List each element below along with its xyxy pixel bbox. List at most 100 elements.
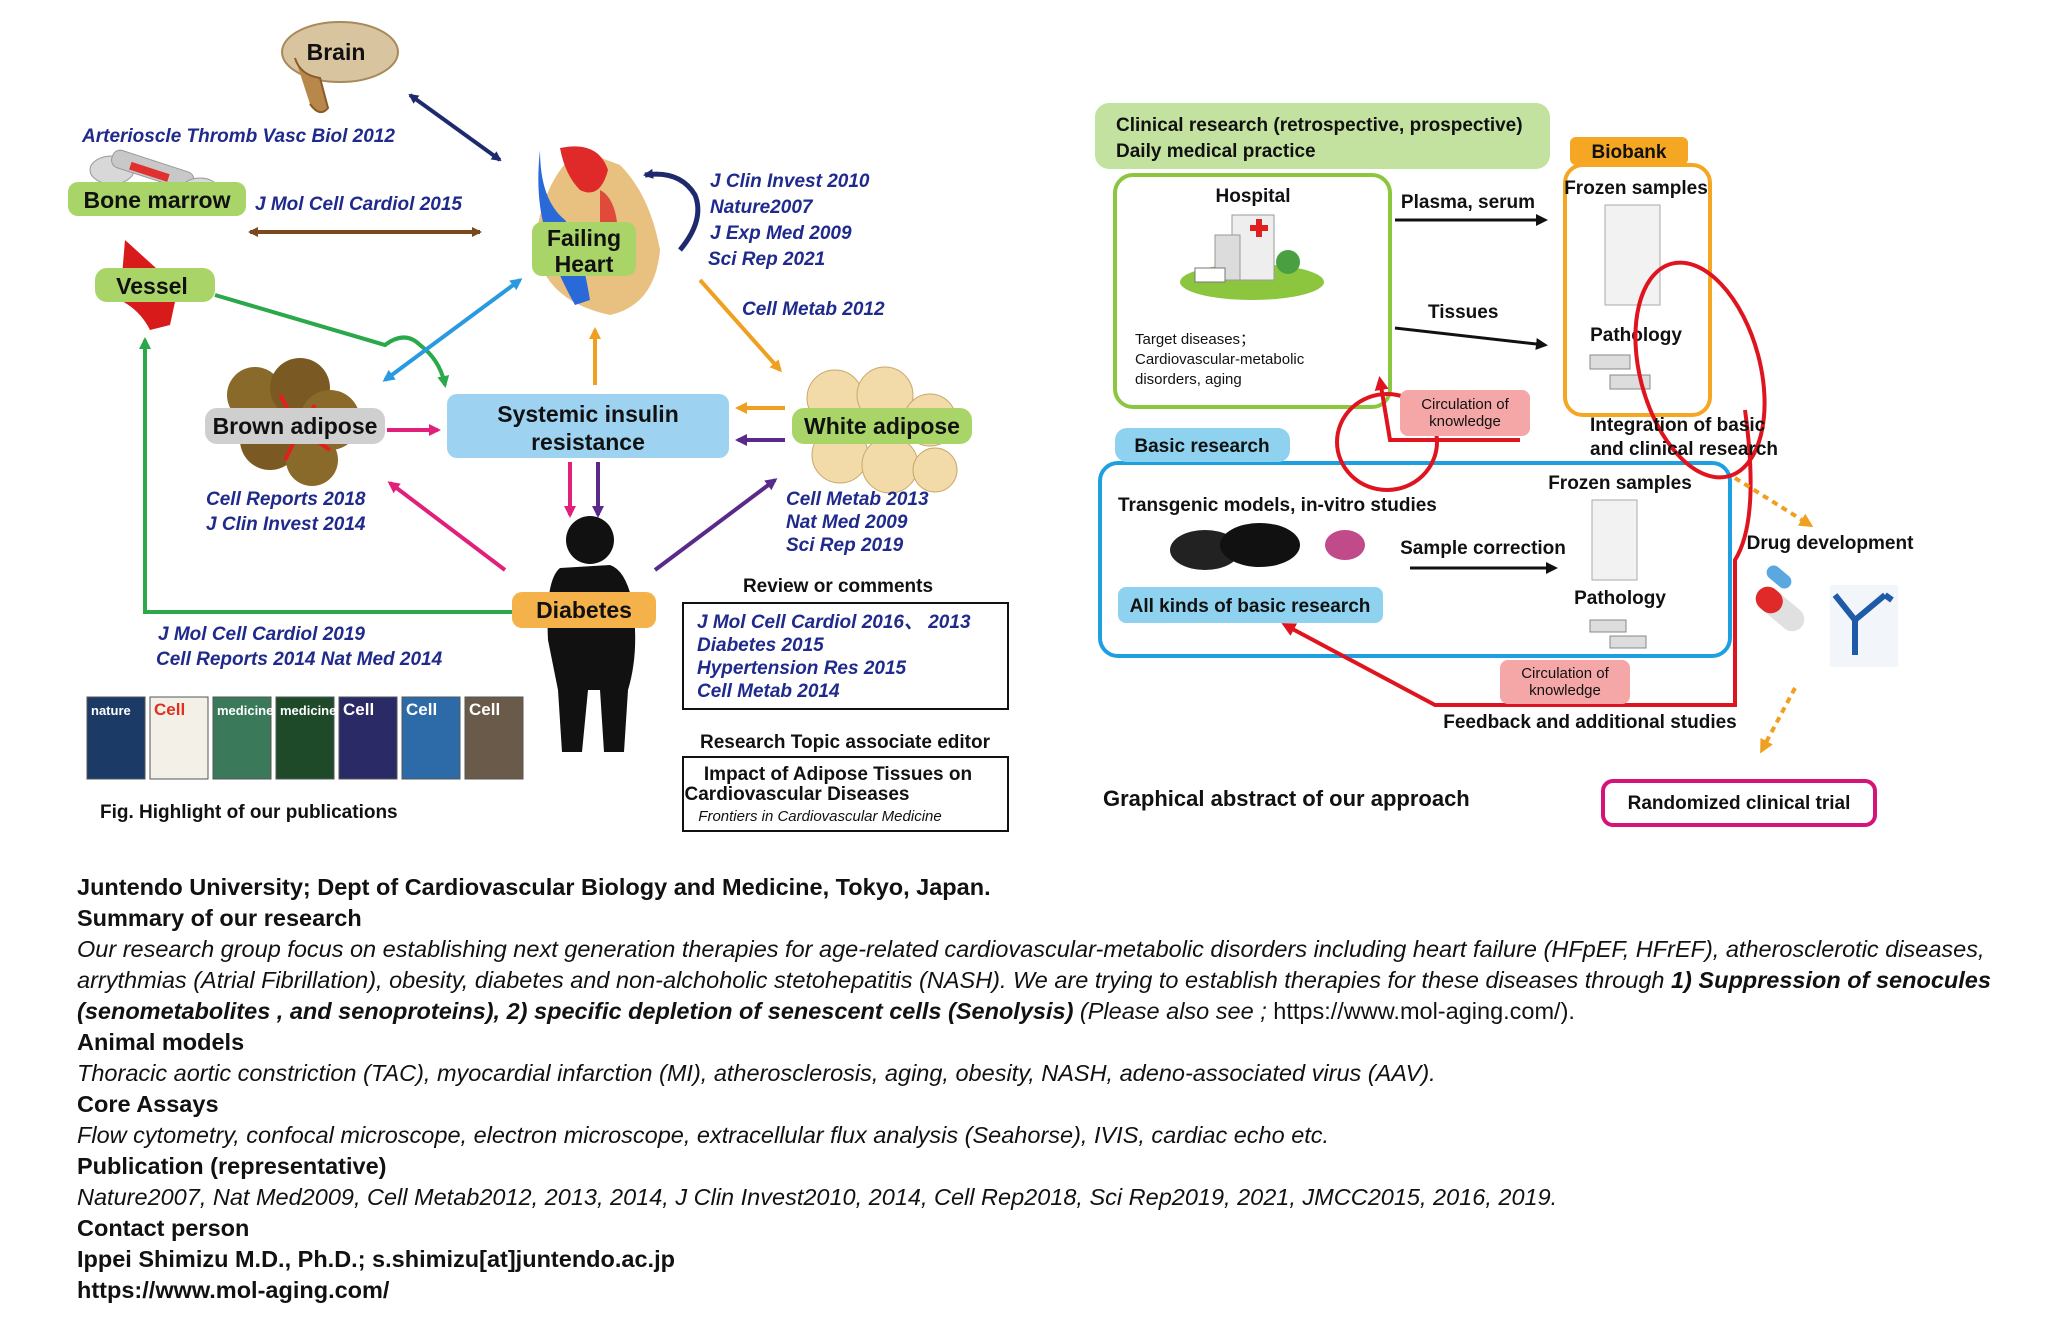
brain-illustration — [281, 21, 399, 114]
arrow-brown-heart — [382, 278, 523, 382]
biobank-box — [1563, 163, 1712, 417]
core-heading: Core Assays — [77, 1091, 219, 1117]
arrow-to-rct — [1760, 687, 1797, 754]
target-line2: Cardiovascular-metabolic — [1135, 351, 1305, 368]
journal-cover — [212, 696, 272, 780]
summary-text-1: Our research group focus on establishing… — [77, 936, 1985, 993]
circulation-1-line2: knowledge — [1429, 413, 1501, 430]
basic-research-tag — [1115, 428, 1290, 462]
heart-pill — [532, 222, 636, 276]
target-line3: disorders, aging — [1135, 371, 1242, 388]
editor-topic-2: Cardiovascular Diseases — [685, 784, 910, 805]
journal-cover — [86, 696, 146, 780]
summary-text-2: (Please also see ; — [1073, 998, 1274, 1024]
figure-area: Brain Bone marrow Vessel Failing Heart B… — [68, 21, 1914, 832]
journal-cover-title: Cell — [343, 700, 374, 719]
ref-white-1: Cell Metab 2013 — [786, 489, 929, 510]
ref-brain: Arterioscle Thromb Vasc Biol 2012 — [81, 126, 395, 147]
clinical-banner — [1095, 103, 1550, 169]
summary-text-bold: 1) Suppression of senocules (senometabol… — [77, 967, 1991, 1024]
biobank-label: Biobank — [1592, 142, 1667, 163]
info-section: Juntendo University; Dept of Cardiovascu… — [77, 872, 2017, 1306]
figure-svg: Brain Bone marrow Vessel Failing Heart B… — [68, 21, 1914, 832]
editor-title: Research Topic associate editor — [700, 732, 991, 753]
clinical-banner-line1: Clinical research (retrospective, prospe… — [1116, 115, 1523, 136]
journal-cover-title: Cell — [469, 700, 500, 719]
summary-heading: Summary of our research — [77, 905, 362, 931]
basic-research-label: Basic research — [1134, 436, 1269, 457]
node-heart-line1: Failing — [547, 225, 621, 251]
node-vessel: Vessel — [116, 273, 188, 299]
ref-brown-1: Cell Reports 2018 — [206, 489, 366, 510]
mice-illustration — [1170, 523, 1365, 570]
animal-text: Thoracic aortic constriction (TAC), myoc… — [77, 1060, 1436, 1086]
freezer-icon — [1604, 204, 1661, 306]
ref-heart-2: Nature2007 — [710, 197, 814, 218]
node-bone-marrow: Bone marrow — [84, 187, 231, 213]
circulation-2-line2: knowledge — [1529, 682, 1601, 699]
vessel-pill — [95, 268, 215, 302]
circulation-1-line1: Circulation of — [1421, 396, 1509, 413]
hospital-illustration — [1180, 214, 1324, 300]
website-link[interactable]: https://www.mol-aging.com/ — [77, 1277, 390, 1303]
journal-cover-title: Cell — [406, 700, 437, 719]
slides-icon-2 — [1589, 619, 1647, 649]
publication-text: Nature2007, Nat Med2009, Cell Metab2012,… — [77, 1184, 1558, 1210]
heart-loop-arrow — [643, 168, 701, 252]
node-brown-adipose: Brown adipose — [213, 413, 378, 439]
publication-heading: Publication (representative) — [77, 1153, 387, 1179]
node-brain: Brain — [307, 39, 366, 65]
ref-bone-marrow: J Mol Cell Cardiol 2015 — [255, 194, 462, 215]
all-kinds-tag — [1118, 587, 1383, 623]
freezer-icon-2 — [1591, 499, 1638, 581]
circulation-tag-1 — [1400, 390, 1530, 436]
review-title: Review or comments — [743, 576, 933, 597]
summary-text-3: ). — [1560, 998, 1575, 1024]
journal-cover-title: nature — [91, 703, 131, 718]
drug-development-label: Drug development — [1747, 533, 1914, 554]
capsule-icon — [1755, 565, 1805, 632]
integration-line2: and clinical research — [1590, 439, 1778, 460]
core-text: Flow cytometry, confocal microscope, ele… — [77, 1122, 1330, 1148]
rct-label: Randomized clinical trial — [1628, 793, 1851, 814]
arrow-to-drug — [1733, 476, 1814, 528]
summary-link[interactable]: https://www.mol-aging.com/ — [1273, 998, 1561, 1024]
left-caption: Fig. Highlight of our publications — [100, 802, 398, 823]
arrow-tissues — [1394, 326, 1548, 350]
arrow-diabetes-white — [653, 478, 778, 572]
basic-frozen: Frozen samples — [1548, 473, 1692, 494]
editor-journal: Frontiers in Cardiovascular Medicine — [698, 808, 941, 825]
target-line1: Target diseases； — [1135, 331, 1255, 348]
arrow-brain-heart — [408, 93, 502, 162]
contact-text: Ippei Shimizu M.D., Ph.D.; s.shimizu[at]… — [77, 1246, 675, 1272]
node-heart-line2: Heart — [555, 251, 614, 277]
insulin-resistance-box — [447, 394, 729, 458]
diabetes-pill — [512, 592, 656, 628]
journal-cover-title: medicine — [280, 703, 336, 718]
ref-vessel-1: J Mol Cell Cardiol 2019 — [158, 624, 365, 645]
basic-pathology: Pathology — [1574, 588, 1666, 609]
arrow-diabetes-brown — [387, 481, 507, 572]
review-box — [682, 602, 1009, 710]
rct-box — [1601, 779, 1877, 827]
feedback-label: Feedback and additional studies — [1443, 712, 1737, 733]
hospital-label: Hospital — [1216, 186, 1291, 207]
summary-paragraph: Our research group focus on establishing… — [77, 934, 2017, 1027]
journal-cover — [149, 696, 209, 780]
editor-topic-1: Impact of Adipose Tissues on — [704, 764, 972, 785]
journal-cover — [275, 696, 335, 780]
ref-white-3: Sci Rep 2019 — [786, 535, 904, 556]
arrow-diabetes-vessel — [139, 337, 512, 614]
brown-adipose-pill — [205, 408, 385, 444]
ref-cell-metab-2012: Cell Metab 2012 — [742, 299, 885, 320]
integration-line1: Integration of basic — [1590, 415, 1766, 436]
ref-heart-4: Sci Rep 2021 — [708, 249, 825, 270]
journal-cover-title: Cell — [154, 700, 185, 719]
circulation-tag-2 — [1500, 660, 1630, 704]
journal-cover — [464, 696, 524, 780]
transgenic-label: Transgenic models, in-vitro studies — [1118, 495, 1437, 516]
review-item-1: J Mol Cell Cardiol 2016、 2013 — [697, 612, 971, 633]
journal-cover — [338, 696, 398, 780]
circulation-2-line1: Circulation of — [1521, 665, 1609, 682]
